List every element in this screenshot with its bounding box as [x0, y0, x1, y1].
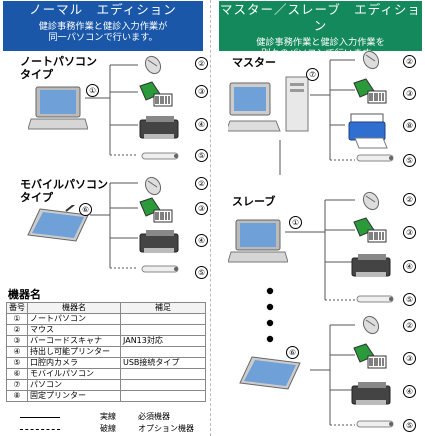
normal-edition-title: ノーマル エディション — [29, 2, 177, 17]
portable-printer-icon — [139, 116, 179, 139]
marker-2: ② — [195, 177, 208, 190]
mobile-type-label: モバイルパソコンタイプ — [20, 178, 108, 204]
header-note: 補足 — [120, 302, 206, 314]
portable-printer-icon — [351, 254, 391, 277]
portable-printer-icon — [139, 230, 179, 253]
marker-2: ② — [403, 193, 416, 206]
marker-7-pc: ⑦ — [306, 68, 319, 81]
master-label: マスター — [232, 56, 276, 69]
master-edition-header: マスター／スレーブ エディション 健診事務作業と健診入力作業を 別々のパソコンで… — [219, 1, 422, 59]
marker-5: ⑤ — [403, 293, 416, 306]
marker-4: ④ — [195, 118, 208, 131]
legend-dashed-label: 破線 — [100, 424, 116, 433]
legend-solid-meaning: 必須機器 — [138, 412, 170, 421]
marker-8: ⑧ — [403, 119, 416, 132]
marker-1-notebook: ① — [289, 216, 302, 229]
barcode-scanner-icon — [139, 81, 173, 107]
normal-edition-subtitle-1: 健診事務作業と健診入力作業が — [38, 21, 168, 32]
header-name: 機器名 — [27, 302, 121, 314]
notebook-pc-icon — [228, 219, 288, 263]
marker-3: ③ — [403, 226, 416, 239]
mobile-pc-icon — [239, 356, 301, 390]
normal-edition-header: ノーマル エディション 健診事務作業と健診入力作業が 同一パソコンで行います。 — [3, 1, 203, 51]
intraoral-camera-icon — [141, 152, 179, 160]
slave-label: スレーブ — [232, 195, 276, 208]
barcode-scanner-icon — [353, 217, 387, 243]
marker-5: ⑤ — [403, 154, 416, 167]
fixed-printer-icon — [348, 113, 388, 149]
master-edition-title: マスター／スレーブ エディション — [220, 2, 421, 33]
header-number: 番号 — [6, 302, 28, 314]
marker-4: ④ — [403, 260, 416, 273]
legend-solid-line — [20, 417, 60, 418]
legend-solid-label: 実線 — [100, 412, 116, 421]
intraoral-camera-icon — [356, 154, 394, 162]
desktop-pc-icon — [228, 76, 309, 132]
notebook-pc-icon — [28, 86, 88, 130]
notebook-type-label: ノートパソコンタイプ — [20, 55, 97, 81]
intraoral-camera-icon — [356, 295, 394, 303]
marker-6-mobile: ⑥ — [286, 346, 299, 359]
marker-5: ⑤ — [403, 419, 416, 432]
marker-4: ④ — [195, 234, 208, 247]
legend-dashed-line — [20, 429, 60, 430]
marker-3: ③ — [195, 202, 208, 215]
legend-dashed-meaning: オプション機器 — [138, 424, 194, 433]
mouse-icon — [362, 50, 380, 70]
continuation-dots — [266, 287, 274, 343]
portable-printer-icon — [351, 382, 391, 405]
normal-edition-subtitle-2: 同一パソコンで行います。 — [48, 32, 158, 43]
mouse-icon — [144, 176, 162, 196]
intraoral-camera-icon — [141, 265, 179, 273]
intraoral-camera-icon — [356, 420, 394, 428]
equipment-title: 機器名 — [8, 288, 41, 301]
marker-2: ② — [195, 57, 208, 70]
marker-6-mobile: ⑥ — [79, 203, 92, 216]
marker-4: ④ — [403, 385, 416, 398]
column-divider — [210, 0, 211, 436]
barcode-scanner-icon — [353, 343, 387, 369]
mouse-icon — [362, 191, 380, 211]
barcode-scanner-icon — [139, 197, 173, 223]
marker-1-notebook: ① — [86, 84, 99, 97]
marker-3: ③ — [403, 352, 416, 365]
marker-5: ⑤ — [195, 149, 208, 162]
marker-3: ③ — [195, 85, 208, 98]
mouse-icon — [362, 315, 380, 335]
marker-3: ③ — [403, 87, 416, 100]
mobile-pc-icon — [27, 205, 89, 242]
marker-2: ② — [403, 319, 416, 332]
marker-5: ⑤ — [195, 266, 208, 279]
marker-2: ② — [403, 55, 416, 68]
master-edition-subtitle-2: 別々のパソコンで行います。 — [261, 48, 380, 59]
mouse-icon — [144, 55, 162, 75]
barcode-scanner-icon — [353, 78, 387, 104]
master-edition-subtitle-1: 健診事務作業と健診入力作業を — [256, 37, 385, 48]
